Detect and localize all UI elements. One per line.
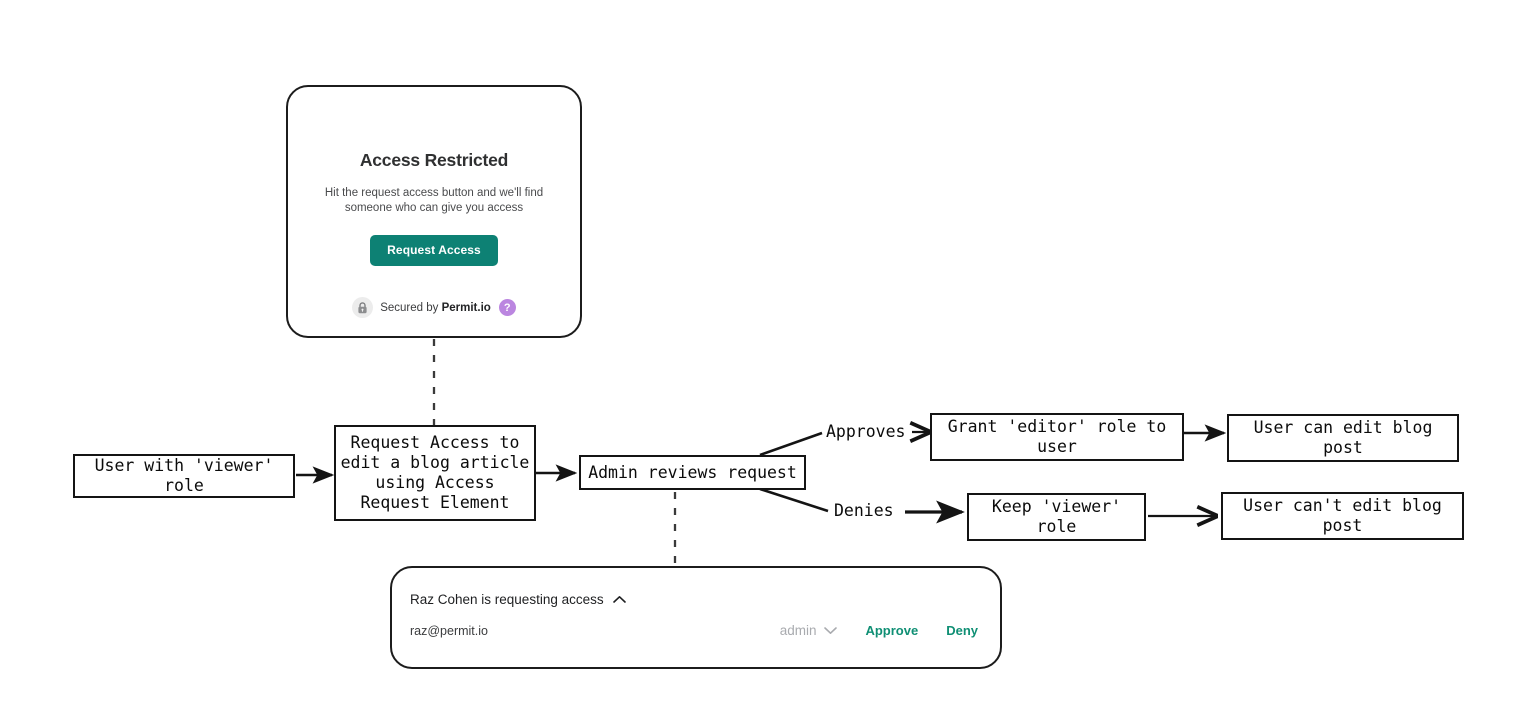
request-access-button[interactable]: Request Access — [370, 235, 498, 266]
access-card-title: Access Restricted — [359, 150, 509, 170]
node-user-cannot-edit: User can't edit blog post — [1221, 492, 1464, 540]
role-select[interactable]: admin — [780, 623, 838, 638]
permit-brand-name: Permit.io — [441, 301, 491, 314]
edge-label-approves: Approves — [826, 422, 906, 441]
help-icon[interactable]: ? — [498, 299, 516, 316]
role-select-value: admin — [779, 623, 817, 638]
chevron-up-icon[interactable] — [612, 595, 626, 604]
access-restricted-card: Access Restricted Hit the request access… — [286, 85, 582, 338]
node-keep-viewer: Keep 'viewer' role — [967, 493, 1146, 541]
access-card-subtitle: Hit the request access button and we'll … — [324, 187, 544, 214]
node-request-access: Request Access to edit a blog article us… — [334, 425, 536, 521]
node-admin-reviews: Admin reviews request — [579, 455, 806, 490]
edge-admin-to-denies — [759, 487, 829, 513]
access-request-approval-card: Raz Cohen is requesting access raz@permi… — [390, 566, 1002, 669]
request-card-row: raz@permit.io admin Approve Deny — [410, 623, 978, 638]
deny-button[interactable]: Deny — [946, 623, 978, 638]
node-user-viewer: User with 'viewer' role — [73, 454, 295, 498]
chevron-down-icon — [824, 626, 838, 635]
edge-label-denies: Denies — [834, 501, 894, 520]
secured-by-badge: Secured by Permit.io ? — [352, 297, 516, 318]
approve-button[interactable]: Approve — [865, 623, 919, 638]
node-grant-editor: Grant 'editor' role to user — [930, 413, 1184, 461]
secured-by-label: Secured by Permit.io — [380, 302, 491, 314]
request-card-header[interactable]: Raz Cohen is requesting access — [410, 592, 626, 607]
edge-admin-to-approves — [759, 431, 823, 457]
lock-icon — [352, 297, 374, 318]
request-card-actions: admin Approve Deny — [780, 623, 978, 638]
node-user-can-edit: User can edit blog post — [1227, 414, 1459, 462]
requester-email: raz@permit.io — [410, 623, 488, 638]
secured-by-prefix: Secured by — [380, 301, 442, 314]
requester-heading: Raz Cohen is requesting access — [410, 592, 604, 607]
